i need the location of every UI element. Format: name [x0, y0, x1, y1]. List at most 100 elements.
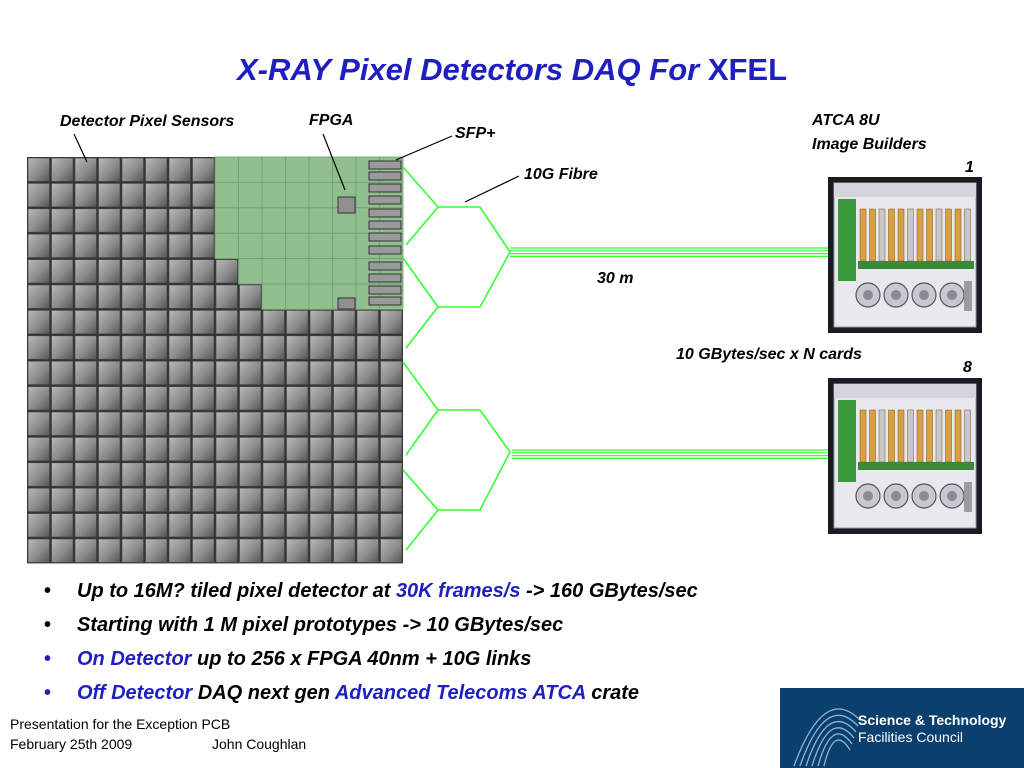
crate-slot-card	[869, 409, 876, 463]
pixel-tile	[168, 386, 191, 411]
pixel-tile	[192, 360, 215, 385]
pixel-tile	[215, 411, 238, 436]
pixel-tile	[145, 157, 168, 182]
pixel-tile	[239, 386, 262, 411]
pixel-tile	[145, 233, 168, 258]
bullet-text-part: -> 160 GBytes/sec	[520, 580, 698, 602]
sfp-connector	[368, 296, 402, 306]
sfp-connector	[368, 232, 402, 242]
pixel-tile	[192, 487, 215, 512]
pixel-tile	[74, 437, 97, 462]
pixel-tile	[286, 310, 309, 335]
fpga-cell	[261, 283, 286, 310]
fpga-cell	[308, 258, 333, 285]
bullet-text-part: Up to 16M? tiled pixel detector at	[77, 580, 396, 602]
logo-text: Science & Technology Facilities Council	[858, 712, 1006, 746]
fpga-cell	[285, 258, 310, 285]
pixel-tile	[51, 183, 74, 208]
footer-author: John Coughlan	[212, 736, 307, 752]
pixel-tile	[51, 208, 74, 233]
pixel-tile	[333, 538, 356, 563]
crate-slot-card	[926, 208, 933, 262]
fibre-branch	[402, 469, 440, 551]
pixel-tile	[192, 538, 215, 563]
stfc-swirl-icon	[793, 708, 861, 767]
footer-line1: Presentation for the Exception PCB	[10, 716, 231, 732]
label-distance: 30 m	[597, 270, 634, 287]
pixel-tile	[74, 284, 97, 309]
pixel-tile	[51, 284, 74, 309]
bullet-text-part: crate	[585, 682, 640, 704]
fpga-cell	[238, 232, 263, 259]
pixel-tile	[98, 487, 121, 512]
pixel-tile	[192, 335, 215, 360]
pixel-tile	[286, 335, 309, 360]
pixel-tile	[121, 208, 144, 233]
fpga-cell	[261, 232, 286, 259]
bullet-text-part: Starting with 1 M pixel prototypes -> 10…	[77, 614, 564, 636]
crate-backplane	[858, 462, 974, 470]
pixel-tile	[121, 259, 144, 284]
sfp-connector	[368, 171, 402, 181]
pixel-tile	[98, 462, 121, 487]
pixel-tile	[145, 284, 168, 309]
pixel-tile	[215, 335, 238, 360]
pixel-tile	[98, 259, 121, 284]
crate-fan-hub	[863, 290, 873, 300]
footer: Presentation for the Exception PCB Febru…	[10, 714, 306, 754]
pixel-tile	[215, 386, 238, 411]
pixel-tile	[215, 360, 238, 385]
fibre-branch	[402, 257, 439, 349]
pixel-tile	[51, 487, 74, 512]
leader-line	[322, 133, 346, 191]
pixel-tile	[215, 437, 238, 462]
pixel-tile	[74, 513, 97, 538]
crate-slot-card	[888, 208, 895, 262]
pixel-tile	[333, 360, 356, 385]
pixel-tile	[286, 360, 309, 385]
fpga-cell	[214, 207, 239, 234]
pixel-tile	[145, 538, 168, 563]
fpga-cell	[308, 232, 333, 259]
logo-line2: Facilities Council	[858, 729, 964, 745]
fibre-branch	[402, 166, 440, 246]
pixel-tile	[51, 462, 74, 487]
pixel-tile	[74, 335, 97, 360]
pixel-tile	[356, 462, 379, 487]
leader-line	[73, 133, 88, 163]
pixel-tile	[27, 538, 50, 563]
fpga-cell	[214, 232, 239, 259]
pixel-tile	[262, 360, 285, 385]
crate-fan-hub	[919, 491, 929, 501]
pixel-tile	[168, 233, 191, 258]
pixel-tile	[262, 538, 285, 563]
crate-slot-card	[945, 409, 952, 463]
pixel-tile	[98, 183, 121, 208]
pixel-tile	[380, 437, 403, 462]
pixel-tile	[262, 310, 285, 335]
pixel-tile	[215, 259, 238, 284]
crate-slot-card	[964, 409, 971, 463]
sfp-connector	[368, 245, 402, 255]
sfp-connector	[368, 183, 402, 193]
pixel-tile	[145, 259, 168, 284]
pixel-tile	[309, 487, 332, 512]
fpga-cell	[214, 181, 239, 209]
pixel-tile	[309, 437, 332, 462]
crate-slot-card	[907, 208, 914, 262]
bullet-text-part: On Detector	[77, 648, 192, 670]
pixel-tile	[74, 411, 97, 436]
pixel-tile	[380, 411, 403, 436]
pixel-tile	[309, 386, 332, 411]
crate-slot-card	[954, 409, 962, 463]
pixel-tile	[145, 487, 168, 512]
pixel-tile	[333, 462, 356, 487]
pixel-tile	[286, 462, 309, 487]
pixel-tile	[51, 513, 74, 538]
pixel-tile	[74, 360, 97, 385]
pixel-tile	[51, 360, 74, 385]
pixel-tile	[192, 462, 215, 487]
pixel-tile	[98, 437, 121, 462]
fpga-chip	[337, 297, 356, 310]
pixel-tile	[98, 360, 121, 385]
